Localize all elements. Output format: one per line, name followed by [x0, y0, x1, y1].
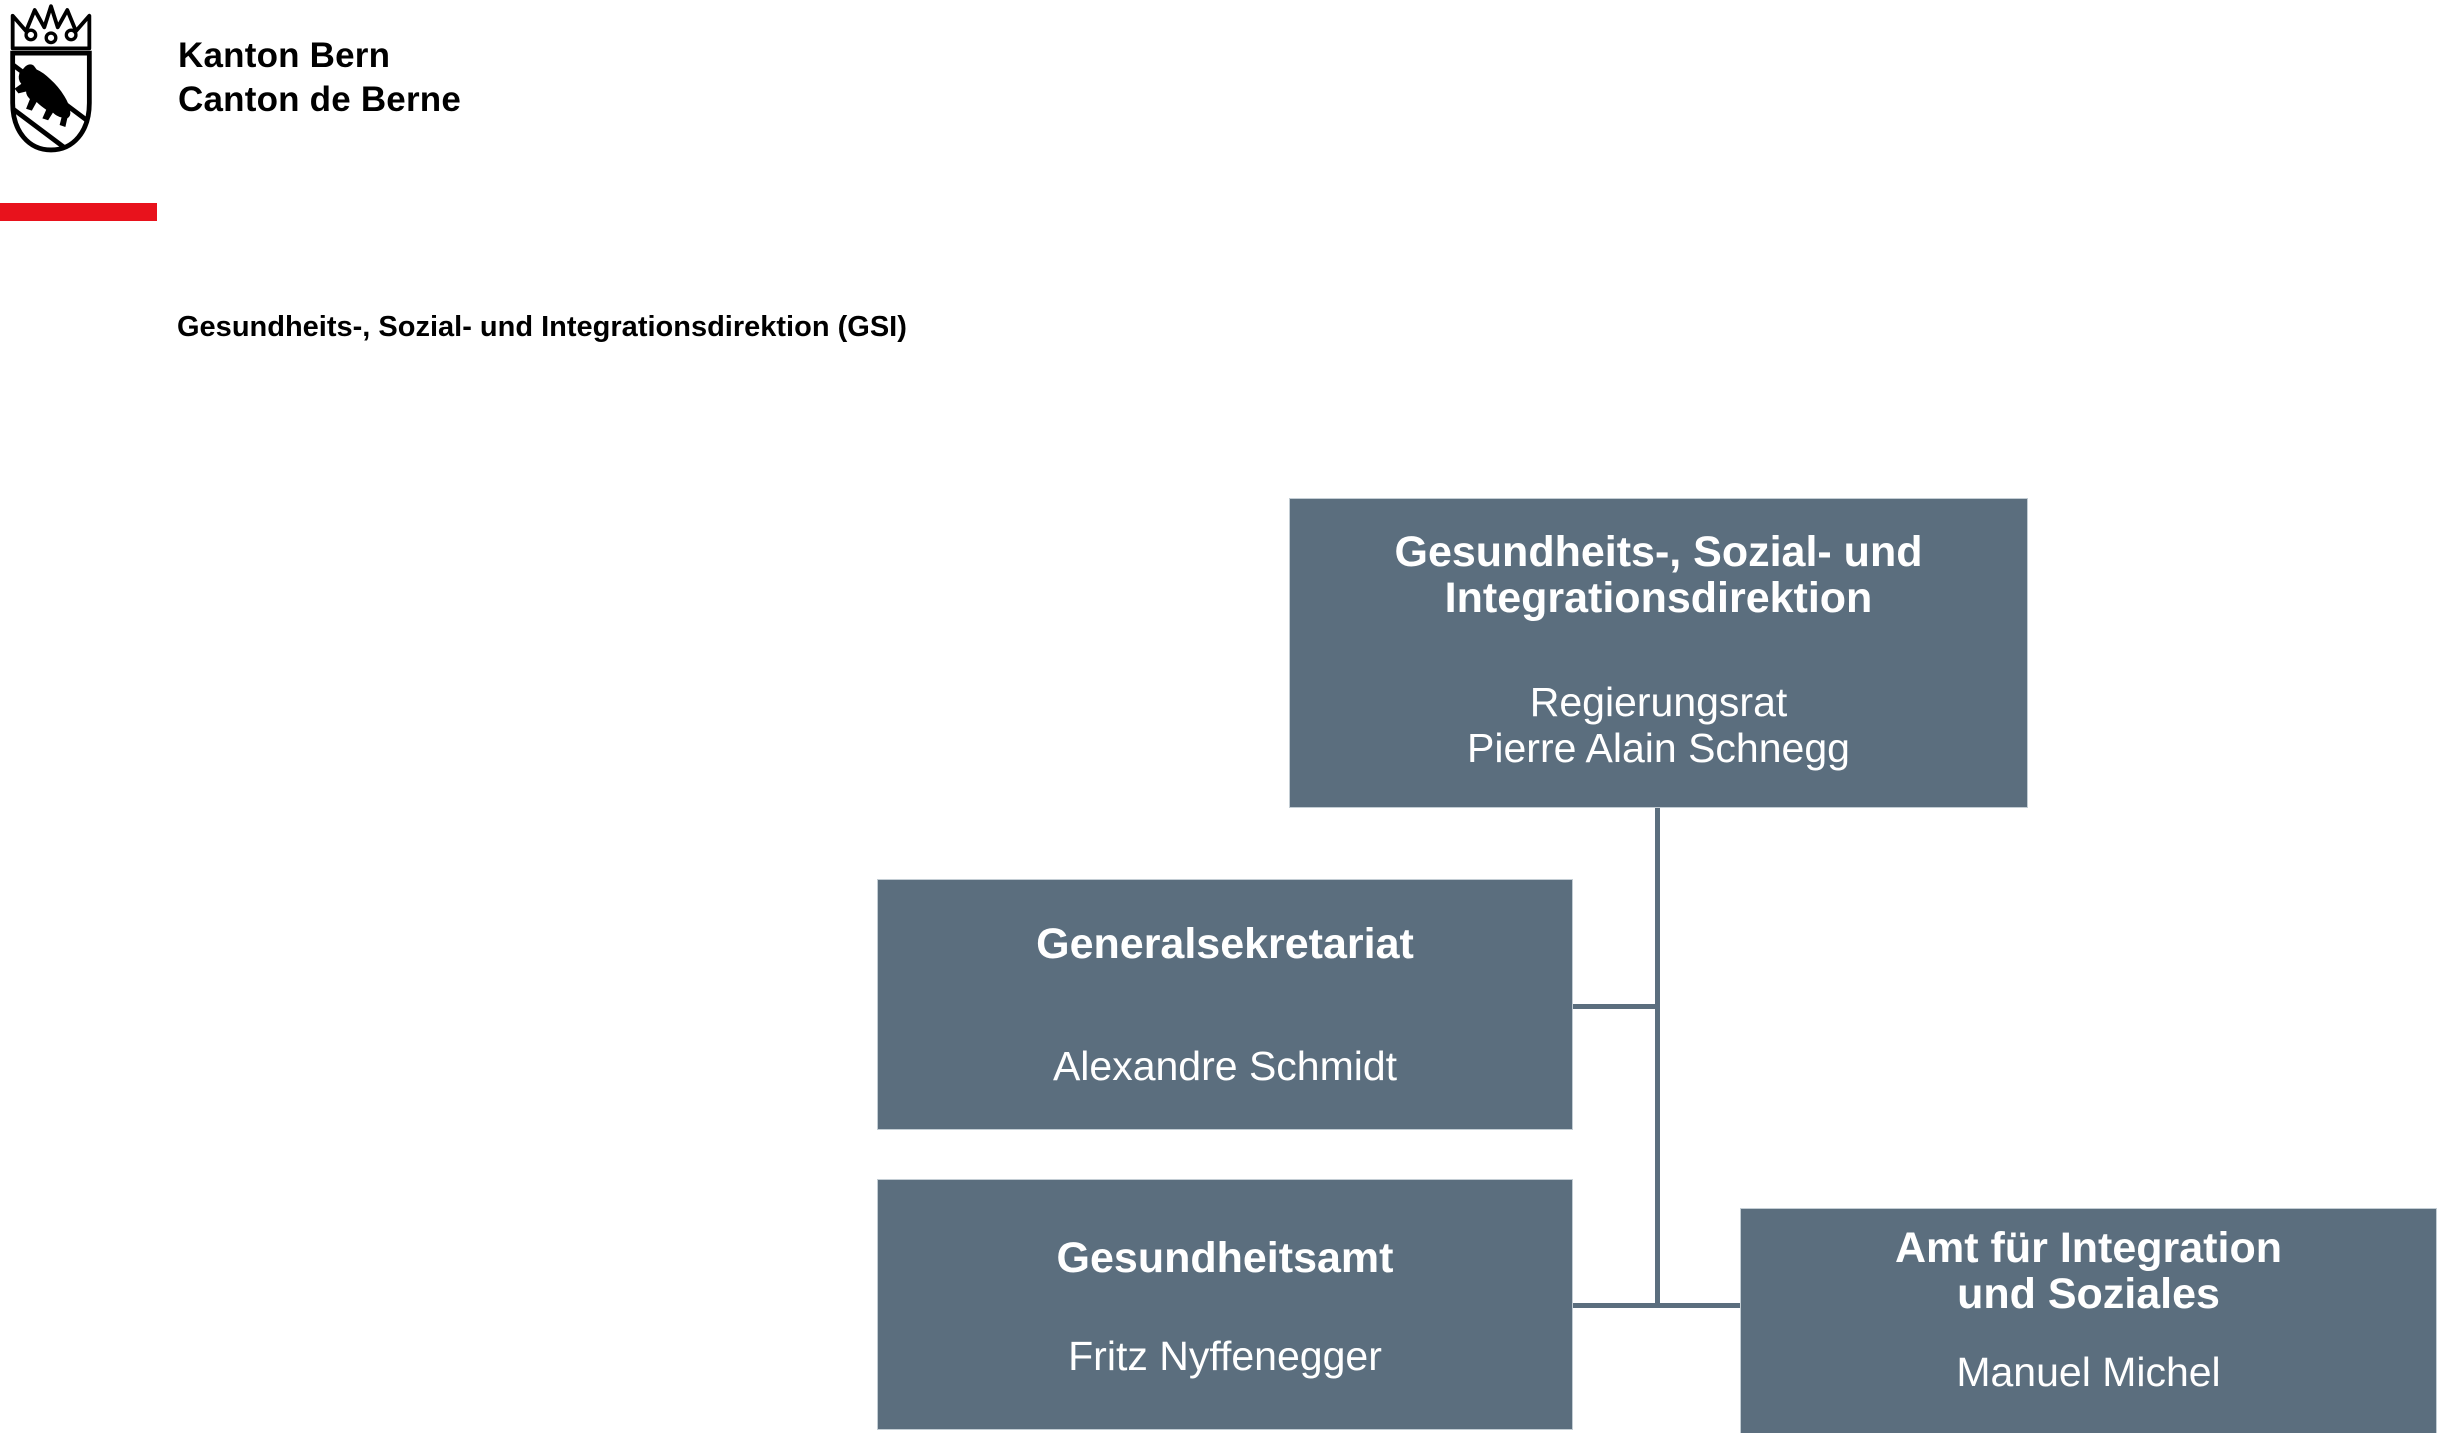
org-box-person-line: Pierre Alain Schnegg: [1467, 725, 1850, 771]
org-box-person: Manuel Michel: [1751, 1349, 2426, 1395]
org-box-title-line: Gesundheits-, Sozial- und: [1394, 528, 1923, 576]
org-box-person: Alexandre Schmidt: [888, 1043, 1562, 1089]
connector-generalsekretariat: [1572, 1004, 1660, 1009]
org-box-person-line: Regierungsrat: [1529, 679, 1788, 725]
org-box-title-line: Integrationsdirektion: [1444, 574, 1873, 622]
red-accent-bar: [0, 203, 157, 221]
org-box-person-line: Alexandre Schmidt: [1052, 1043, 1398, 1089]
org-box-person-line: Fritz Nyffenegger: [1068, 1333, 1382, 1379]
bear-icon: [14, 64, 71, 127]
org-box-gesundheitsamt: Gesundheitsamt Fritz Nyffenegger: [877, 1179, 1573, 1430]
logo-line-german: Kanton Bern: [178, 36, 391, 75]
org-box-amt-integration-soziales: Amt für Integration und Soziales Manuel …: [1740, 1208, 2437, 1433]
connector-trunk-vertical: [1655, 807, 1660, 1308]
org-box-title: Amt für Integration und Soziales: [1751, 1225, 2426, 1317]
org-box-person: Regierungsrat Pierre Alain Schnegg: [1300, 679, 2017, 771]
org-box-title: Gesundheits-, Sozial- und Integrationsdi…: [1300, 529, 2017, 621]
document-title: Gesundheits-, Sozial- und Integrationsdi…: [177, 311, 907, 343]
org-box-title-line: und Soziales: [1957, 1270, 2220, 1318]
logo-line-french: Canton de Berne: [178, 80, 462, 119]
org-box-generalsekretariat: Generalsekretariat Alexandre Schmidt: [877, 879, 1573, 1130]
org-box-title-line: Gesundheitsamt: [1056, 1234, 1394, 1282]
org-box-person: Fritz Nyffenegger: [888, 1333, 1562, 1379]
connector-bottom-row: [1572, 1303, 1741, 1308]
org-box-title-line: Amt für Integration: [1895, 1224, 2282, 1272]
org-box-person-line: Manuel Michel: [1956, 1349, 2221, 1395]
org-box-direktion: Gesundheits-, Sozial- und Integrationsdi…: [1289, 498, 2028, 808]
org-box-title: Gesundheitsamt: [888, 1235, 1562, 1281]
canton-logo-wordmark: Kanton Bern Canton de Berne: [178, 34, 461, 122]
bern-coat-of-arms-icon: [10, 4, 92, 153]
org-box-title-line: Generalsekretariat: [1036, 920, 1414, 968]
org-box-title: Generalsekretariat: [888, 921, 1562, 967]
